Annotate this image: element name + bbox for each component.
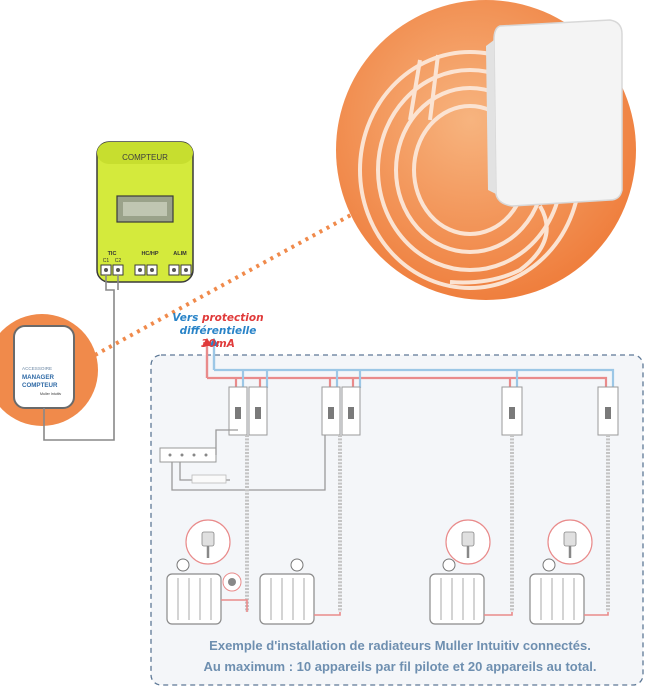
accessory-brand: Muller Intuitiv <box>40 392 61 396</box>
accessory-line1: ACCESSOIRE <box>22 366 52 371</box>
radiator-2 <box>259 573 315 625</box>
junction-strip <box>159 429 326 491</box>
meter-label-c1: C1 <box>103 258 110 264</box>
meter-accessory-cable <box>43 275 119 441</box>
protection-line1-a: Vers <box>172 312 199 324</box>
caption-line1: Exemple d'installation de radiateurs Mul… <box>209 638 591 653</box>
protection-label: Vers protection différentielle 30mA <box>163 312 273 351</box>
protection-arrows <box>202 338 219 378</box>
meter: COMPTEUR TIC HC/HP ALIM C1 C2 <box>96 141 194 283</box>
meter-label-alim: ALIM <box>173 251 187 257</box>
radiator-4 <box>529 573 585 625</box>
meter-label-c2: C2 <box>115 258 122 264</box>
accessory-circle: ACCESSOIRE MANAGER COMPTEUR Muller Intui… <box>0 314 98 426</box>
thermostat-device <box>449 19 623 285</box>
bus-wires <box>207 368 615 388</box>
meter-label-tic: TIC <box>108 251 117 257</box>
feed-cables <box>245 435 610 612</box>
protection-line2-b: 30mA <box>201 338 235 350</box>
zoom-link-dotted <box>94 208 361 357</box>
accessory-line3: COMPTEUR <box>22 382 58 389</box>
protection-line1-b: protection <box>198 312 264 324</box>
caption-line2: Au maximum : 10 appareils par fil pilote… <box>203 659 597 674</box>
thermostat-callouts <box>185 519 593 592</box>
radiator-3 <box>429 573 485 625</box>
meter-label-hchp: HC/HP <box>141 251 158 257</box>
controller-icons <box>176 558 556 572</box>
radiator-feeds <box>221 599 609 616</box>
product-zoom-circle <box>336 0 636 300</box>
protection-line2-a: différentielle <box>179 325 257 337</box>
accessory-line2: MANAGER <box>22 374 54 381</box>
meter-title: COMPTEUR <box>122 153 168 162</box>
radiator-1 <box>166 573 222 625</box>
